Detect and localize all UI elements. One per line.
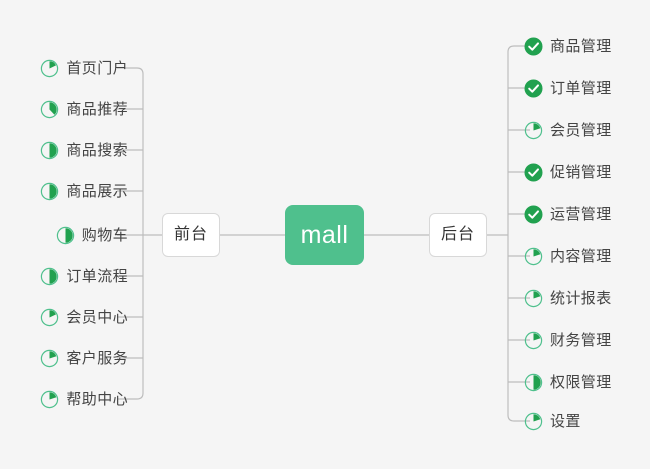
leaf-node-frontend-5[interactable]: 订单流程 (0, 263, 128, 289)
leaf-node-frontend-7[interactable]: 客户服务 (0, 345, 128, 371)
leaf-node-label: 商品管理 (550, 37, 612, 55)
leaf-node-label: 帮助中心 (66, 390, 128, 408)
leaf-node-label: 财务管理 (550, 331, 612, 349)
pie-progress-icon (40, 100, 59, 119)
check-circle-icon (524, 37, 543, 56)
pie-progress-icon (524, 247, 543, 266)
leaf-node-label: 统计报表 (550, 289, 612, 307)
leaf-node-label: 促销管理 (550, 163, 612, 181)
pie-progress-icon (524, 373, 543, 392)
pie-progress-icon (40, 59, 59, 78)
pie-progress-icon (40, 390, 59, 409)
branch-node-frontend-label: 前台 (173, 226, 208, 243)
leaf-node-label: 商品搜索 (66, 141, 128, 159)
root-node-label: mall (300, 220, 349, 249)
pie-progress-icon (40, 267, 59, 286)
leaf-node-backend-2[interactable]: 会员管理 (524, 117, 650, 143)
check-circle-icon (524, 163, 543, 182)
leaf-node-frontend-4[interactable]: 购物车 (0, 222, 128, 248)
branch-node-frontend[interactable]: 前台 (162, 213, 220, 257)
pie-progress-icon (524, 331, 543, 350)
leaf-node-frontend-2[interactable]: 商品搜索 (0, 137, 128, 163)
leaf-node-label: 会员中心 (66, 308, 128, 326)
leaf-node-label: 订单管理 (550, 79, 612, 97)
leaf-node-backend-6[interactable]: 统计报表 (524, 285, 650, 311)
leaf-node-label: 购物车 (81, 226, 128, 244)
leaf-node-frontend-3[interactable]: 商品展示 (0, 178, 128, 204)
pie-progress-icon (40, 349, 59, 368)
leaf-node-backend-8[interactable]: 权限管理 (524, 369, 650, 395)
check-circle-icon (524, 205, 543, 224)
check-circle-icon (524, 79, 543, 98)
pie-progress-icon (40, 141, 59, 160)
leaf-node-label: 商品推荐 (66, 100, 128, 118)
leaf-node-frontend-0[interactable]: 首页门户 (0, 55, 128, 81)
branch-node-backend-label: 后台 (440, 226, 475, 243)
leaf-node-backend-4[interactable]: 运营管理 (524, 201, 650, 227)
leaf-node-label: 商品展示 (66, 182, 128, 200)
leaf-node-frontend-1[interactable]: 商品推荐 (0, 96, 128, 122)
pie-progress-icon (56, 226, 75, 245)
leaf-node-backend-3[interactable]: 促销管理 (524, 159, 650, 185)
leaf-node-label: 设置 (550, 412, 581, 430)
pie-progress-icon (40, 308, 59, 327)
leaf-node-label: 权限管理 (550, 373, 612, 391)
leaf-node-label: 首页门户 (66, 59, 128, 77)
leaf-node-backend-5[interactable]: 内容管理 (524, 243, 650, 269)
leaf-node-frontend-6[interactable]: 会员中心 (0, 304, 128, 330)
leaf-node-backend-9[interactable]: 设置 (524, 408, 650, 434)
leaf-node-label: 内容管理 (550, 247, 612, 265)
leaf-node-backend-7[interactable]: 财务管理 (524, 327, 650, 353)
leaf-node-backend-0[interactable]: 商品管理 (524, 33, 650, 59)
pie-progress-icon (40, 182, 59, 201)
leaf-node-frontend-8[interactable]: 帮助中心 (0, 386, 128, 412)
leaf-node-label: 订单流程 (66, 267, 128, 285)
root-node-mall[interactable]: mall (285, 205, 364, 265)
leaf-node-label: 运营管理 (550, 205, 612, 223)
pie-progress-icon (524, 412, 543, 431)
leaf-node-backend-1[interactable]: 订单管理 (524, 75, 650, 101)
pie-progress-icon (524, 289, 543, 308)
leaf-node-label: 客户服务 (66, 349, 128, 367)
leaf-node-label: 会员管理 (550, 121, 612, 139)
pie-progress-icon (524, 121, 543, 140)
branch-node-backend[interactable]: 后台 (429, 213, 487, 257)
